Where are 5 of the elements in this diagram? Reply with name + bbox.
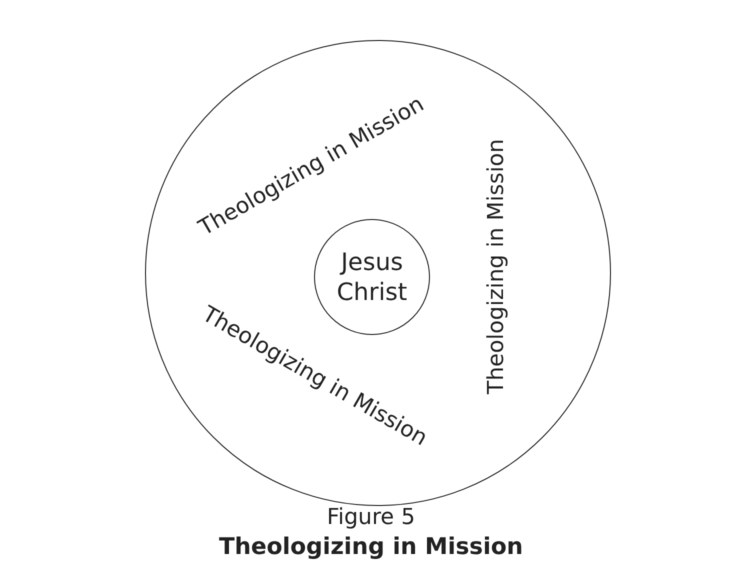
outer-circle — [145, 40, 611, 506]
figure-caption: Figure 5 — [326, 505, 416, 530]
circle-label: Theologizing in Mission — [484, 138, 509, 394]
figure-title: Theologizing in Mission — [218, 534, 524, 560]
center-label: Jesus Christ — [336, 247, 408, 307]
